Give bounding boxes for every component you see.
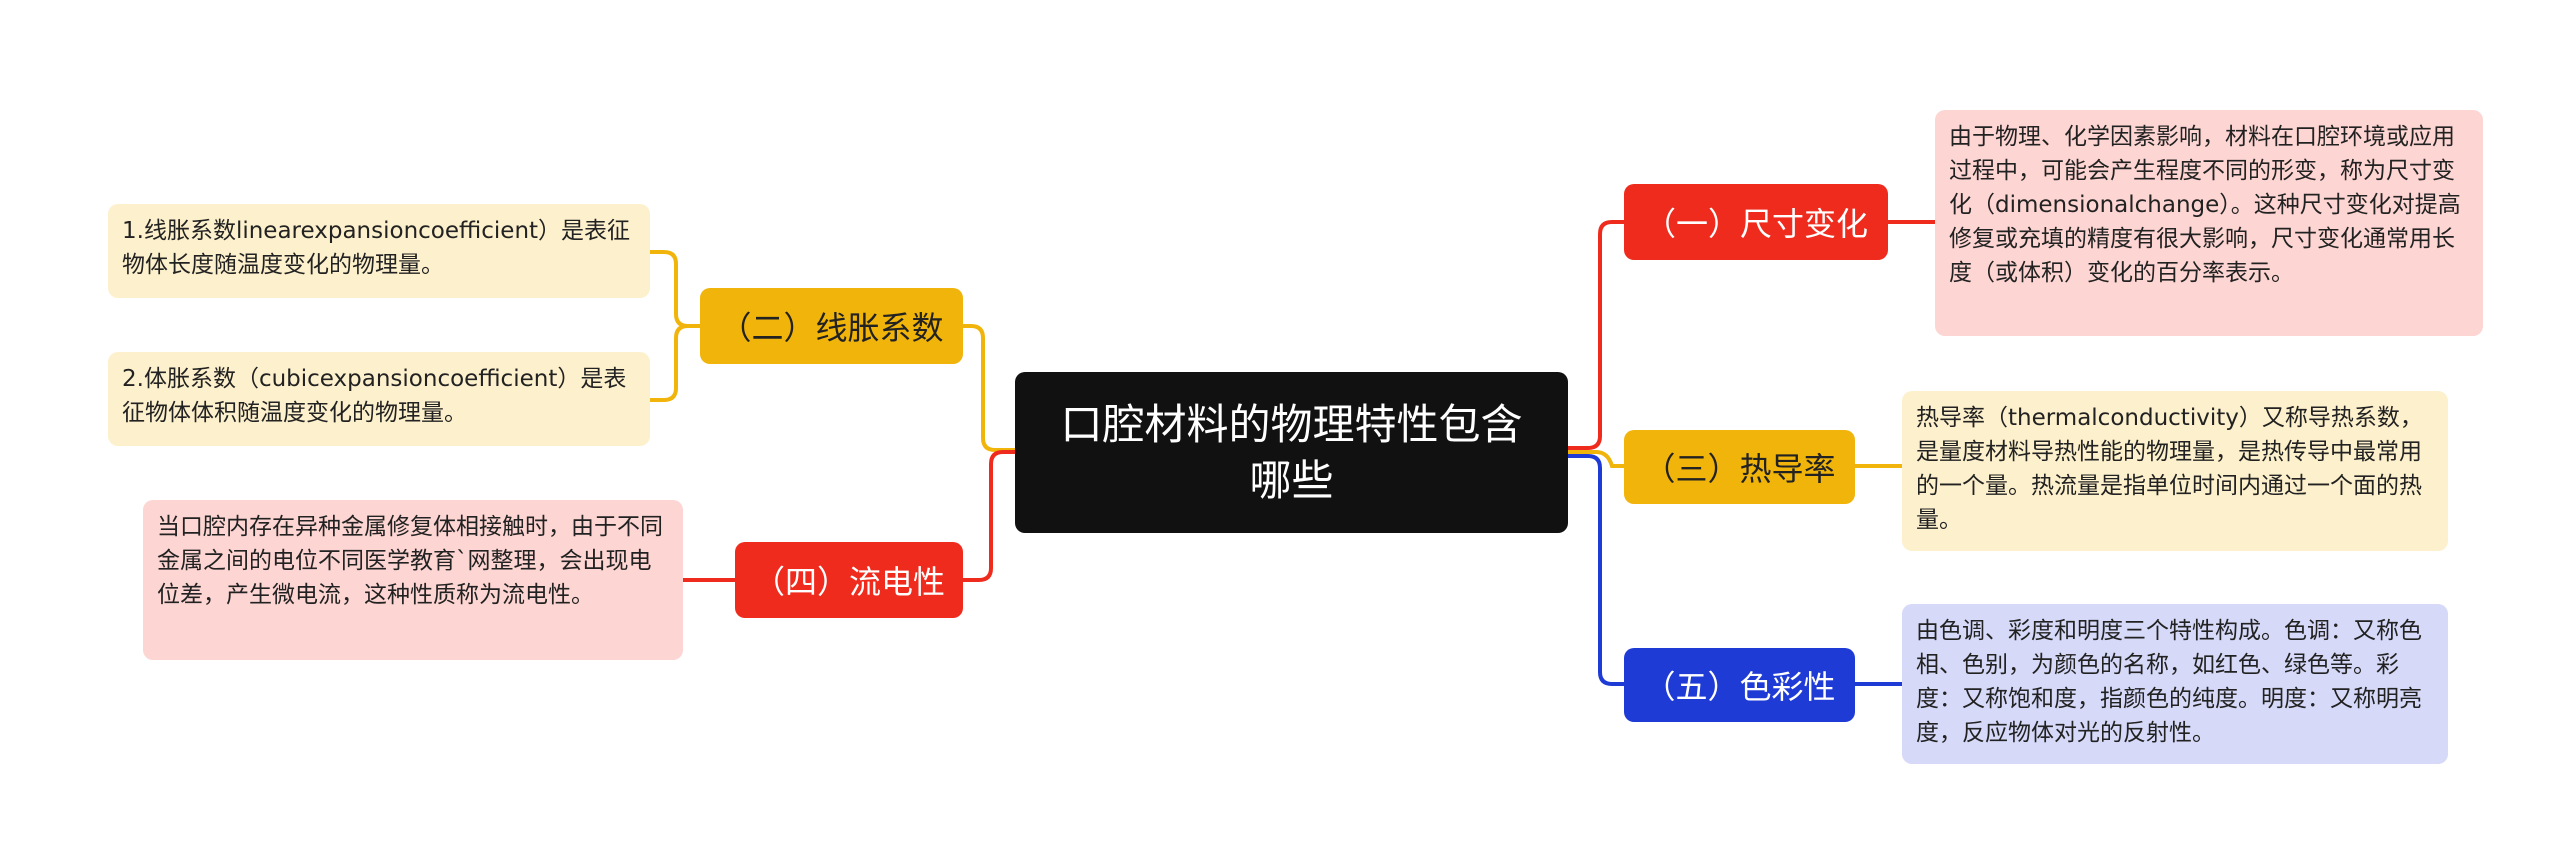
branch-dimensional-change[interactable]: （一）尺寸变化 bbox=[1624, 184, 1888, 260]
connector-root-thermal bbox=[1568, 450, 1624, 468]
leaf-thermal-conductivity-text: 热导率（thermalconductivity）又称导热系数，是量度材料导热性能… bbox=[1916, 405, 2423, 533]
branch-color[interactable]: （五）色彩性 bbox=[1624, 648, 1855, 722]
root-topic-label: 口腔材料的物理特性包含哪些 bbox=[1060, 399, 1523, 505]
leaf-linear-expansion: 1.线胀系数linearexpansioncoefficient）是表征物体长度… bbox=[108, 204, 650, 298]
leaf-color: 由色调、彩度和明度三个特性构成。色调：又称色相、色别，为颜色的名称，如红色、绿色… bbox=[1902, 604, 2448, 764]
leaf-color-text: 由色调、彩度和明度三个特性构成。色调：又称色相、色别，为颜色的名称，如红色、绿色… bbox=[1916, 618, 2422, 746]
connector-root-dimension bbox=[1568, 220, 1624, 450]
leaf-linear-expansion-text: 1.线胀系数linearexpansioncoefficient）是表征物体长度… bbox=[122, 218, 631, 278]
branch-linear-expansion[interactable]: （二）线胀系数 bbox=[700, 288, 963, 364]
leaf-dimensional-change-text: 由于物理、化学因素影响，材料在口腔环境或应用过程中，可能会产生程度不同的形变，称… bbox=[1949, 124, 2461, 286]
root-topic[interactable]: 口腔材料的物理特性包含哪些 bbox=[1015, 372, 1568, 533]
leaf-cubic-expansion-text: 2.体胀系数（cubicexpansioncoefficient）是表征物体体积… bbox=[122, 366, 627, 426]
branch-thermal-conductivity-label: （三）热导率 bbox=[1643, 450, 1836, 488]
branch-color-label: （五）色彩性 bbox=[1643, 668, 1836, 706]
connector-expansion-leaf-1 bbox=[650, 250, 700, 328]
connector-expansion-leaf-2 bbox=[650, 324, 700, 402]
connector-root-color bbox=[1568, 454, 1624, 686]
branch-dimensional-change-label: （一）尺寸变化 bbox=[1643, 205, 1868, 243]
leaf-galvanism-text: 当口腔内存在异种金属修复体相接触时，由于不同金属之间的电位不同医学教育`网整理，… bbox=[157, 514, 663, 608]
leaf-cubic-expansion: 2.体胀系数（cubicexpansioncoefficient）是表征物体体积… bbox=[108, 352, 650, 446]
leaf-dimensional-change: 由于物理、化学因素影响，材料在口腔环境或应用过程中，可能会产生程度不同的形变，称… bbox=[1935, 110, 2483, 336]
branch-galvanism[interactable]: （四）流电性 bbox=[735, 542, 963, 618]
leaf-galvanism: 当口腔内存在异种金属修复体相接触时，由于不同金属之间的电位不同医学教育`网整理，… bbox=[143, 500, 683, 660]
connector-root-galvanic bbox=[963, 450, 1015, 582]
connector-root-expansion bbox=[963, 324, 1015, 452]
leaf-thermal-conductivity: 热导率（thermalconductivity）又称导热系数，是量度材料导热性能… bbox=[1902, 391, 2448, 551]
branch-galvanism-label: （四）流电性 bbox=[752, 563, 945, 601]
branch-thermal-conductivity[interactable]: （三）热导率 bbox=[1624, 430, 1855, 504]
branch-linear-expansion-label: （二）线胀系数 bbox=[719, 309, 944, 347]
